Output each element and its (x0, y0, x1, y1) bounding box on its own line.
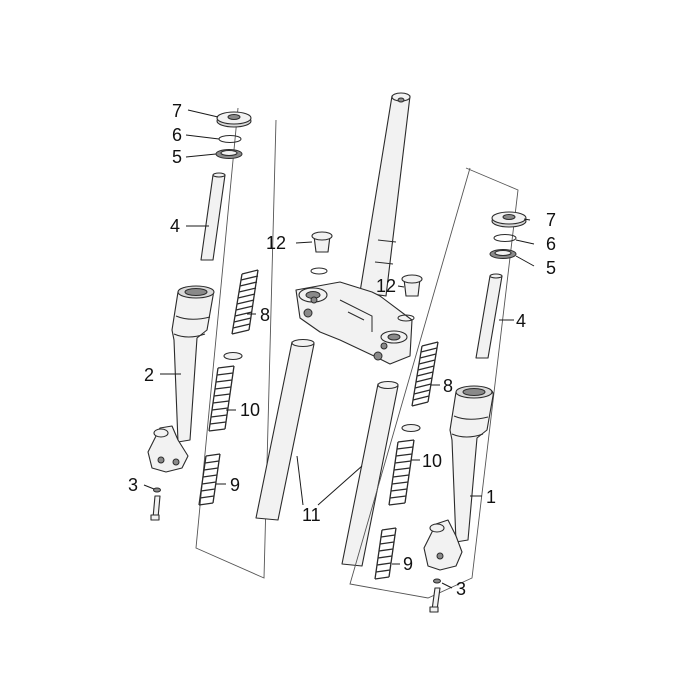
right-o-ring (493, 234, 517, 242)
callout-4-left: 4 (170, 216, 180, 236)
callout-12-right: 12 (376, 276, 396, 296)
right-spring-9 (374, 527, 397, 580)
right-bolt (429, 578, 441, 613)
callout-1: 1 (486, 487, 496, 507)
right-inner-tube (475, 273, 503, 359)
left-main-spring (231, 269, 259, 335)
right-main-spring (411, 341, 439, 407)
right-washer (489, 249, 517, 259)
callout-10-left: 10 (240, 400, 260, 420)
right-bushing (397, 274, 423, 322)
right-long-tube (341, 380, 399, 567)
left-long-tube (255, 338, 315, 521)
callout-8-right: 8 (443, 376, 453, 396)
left-spring-washer (223, 351, 243, 361)
left-top-cap (216, 111, 252, 128)
callout-4-right: 4 (516, 311, 526, 331)
callout-3-left: 3 (128, 475, 138, 495)
callout-labels: 7 6 5 4 2 3 8 10 9 12 12 11 7 6 5 4 8 10… (128, 101, 556, 599)
callout-9-left: 9 (230, 475, 240, 495)
left-o-ring (218, 135, 242, 143)
left-bushing (310, 231, 333, 275)
callout-5-left: 5 (172, 147, 182, 167)
left-washer (215, 149, 243, 159)
steering-stem-tube (359, 92, 411, 297)
right-outer-leg (423, 385, 494, 571)
callout-5-right: 5 (546, 258, 556, 278)
left-assembly-guide-frame (195, 107, 277, 579)
leader-lines (143, 109, 535, 589)
left-bolt (150, 487, 161, 521)
callout-6-right: 6 (546, 234, 556, 254)
callout-12-left: 12 (266, 233, 286, 253)
left-spring-9 (198, 453, 221, 506)
right-assembly-guide-frame (349, 167, 519, 599)
right-spring-10 (388, 439, 415, 506)
callout-3-right: 3 (456, 579, 466, 599)
callout-7-right: 7 (546, 210, 556, 230)
right-top-cap (491, 211, 527, 228)
right-spring-washer (401, 423, 421, 433)
callout-6-left: 6 (172, 125, 182, 145)
left-inner-tube (200, 172, 226, 261)
callout-7-left: 7 (172, 101, 182, 121)
callout-8-left: 8 (260, 305, 270, 325)
left-outer-leg (147, 285, 215, 473)
left-spring-10 (208, 365, 235, 432)
callout-10-right: 10 (422, 451, 442, 471)
callout-2: 2 (144, 365, 154, 385)
callout-9-right: 9 (403, 554, 413, 574)
triple-clamp (295, 281, 413, 365)
callout-11: 11 (302, 505, 321, 525)
